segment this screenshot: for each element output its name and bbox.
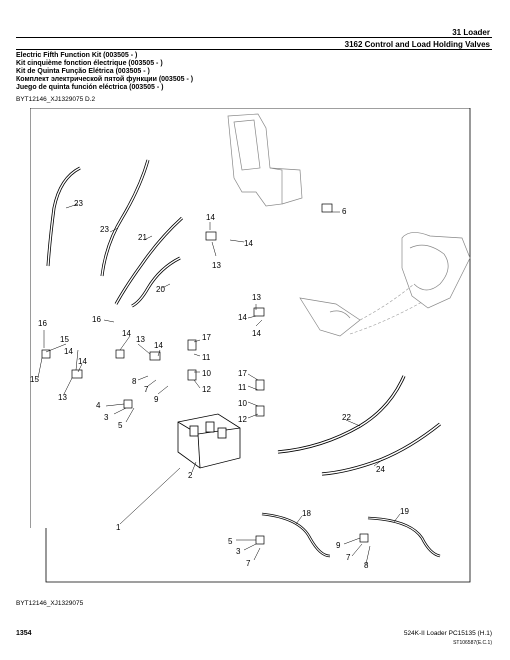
fitting-7-bottom xyxy=(359,533,369,543)
parts-diagram: 23 23 21 14 14 13 6 20 13 14 14 16 16 15… xyxy=(30,108,471,583)
callout-14a: 14 xyxy=(206,213,215,222)
callout-3a: 3 xyxy=(104,413,109,422)
callout-13a: 13 xyxy=(212,261,221,270)
callout-14d: 14 xyxy=(252,329,261,338)
callout-7b: 7 xyxy=(246,559,251,568)
callout-5b: 5 xyxy=(228,537,233,546)
hose-19 xyxy=(367,516,441,558)
fitting-17 xyxy=(187,339,197,351)
callout-11a: 11 xyxy=(202,353,211,362)
callout-7c: 7 xyxy=(346,553,351,562)
callout-14g: 14 xyxy=(122,329,131,338)
callout-10a: 10 xyxy=(202,369,211,378)
kit-title-ru: Комплект электрической пятой функции (00… xyxy=(16,76,194,83)
callout-13d: 13 xyxy=(58,393,67,402)
fitting-14-left xyxy=(115,349,125,359)
callout-15b: 15 xyxy=(30,375,39,384)
callouts: 23 23 21 14 14 13 6 20 13 14 14 16 16 15… xyxy=(30,199,409,570)
fitting-12 xyxy=(255,405,265,417)
callout-1: 1 xyxy=(116,523,121,532)
hose-23b xyxy=(100,159,150,277)
callout-15a: 15 xyxy=(60,335,69,344)
kit-title-en: Electric Fifth Function Kit (003505 - ) xyxy=(16,52,138,59)
fitting-10 xyxy=(187,369,197,381)
callout-14e: 14 xyxy=(64,347,73,356)
figure-id: BYT12146_XJ1329075 D.2 xyxy=(16,96,96,103)
fitting-13-right xyxy=(253,307,265,317)
loader-hydraulic-lines xyxy=(349,283,423,335)
callout-9a: 9 xyxy=(154,395,159,404)
callout-2: 2 xyxy=(188,471,193,480)
fitting-17b xyxy=(255,379,265,391)
callout-3b: 3 xyxy=(236,547,241,556)
callout-14c: 14 xyxy=(238,313,247,322)
callout-19: 19 xyxy=(400,507,409,516)
fitting-13-mid xyxy=(149,351,161,361)
callout-11b: 11 xyxy=(238,383,247,392)
hose-20 xyxy=(131,256,181,308)
callout-24: 24 xyxy=(376,465,385,474)
hose-22 xyxy=(277,375,406,454)
fitting-6 xyxy=(321,203,333,213)
callout-8a: 8 xyxy=(132,377,137,386)
figure-caption: BYT12146_XJ1329075 xyxy=(16,600,84,607)
kit-title-es: Juego de quinta función eléctrica (00350… xyxy=(16,84,164,91)
section-title: 31 Loader xyxy=(452,28,490,37)
hose-18 xyxy=(261,512,331,558)
kit-title-fr: Kit cinquième fonction électrique (00350… xyxy=(16,60,163,67)
callout-14h: 14 xyxy=(154,341,163,350)
callout-16a: 16 xyxy=(38,319,47,328)
fitting-13-top xyxy=(205,231,217,241)
callout-12a: 12 xyxy=(202,385,211,394)
header-rule-top xyxy=(16,37,492,38)
callout-8b: 8 xyxy=(364,561,369,570)
diagram-frame xyxy=(30,108,471,583)
callout-22: 22 xyxy=(342,413,351,422)
hoses xyxy=(46,159,441,558)
footer-code: ST106587(E.C.1) xyxy=(453,640,492,646)
kit-titles: Electric Fifth Function Kit (003505 - ) … xyxy=(16,52,193,92)
callout-18: 18 xyxy=(302,509,311,518)
fitting-5-bottom xyxy=(255,535,265,545)
hose-21 xyxy=(114,216,184,305)
kit-title-pt: Kit de Quinta Função Elétrica (003505 - … xyxy=(16,68,150,75)
leader-lines xyxy=(37,203,401,565)
header-rule-bottom xyxy=(16,49,492,50)
page-number: 1354 xyxy=(16,630,32,637)
callout-23a: 23 xyxy=(74,199,83,208)
fitting-3 xyxy=(123,399,133,409)
callout-13b: 13 xyxy=(252,293,261,302)
callout-13c: 13 xyxy=(136,335,145,344)
subsection-title: 3162 Control and Load Holding Valves xyxy=(344,40,490,49)
callout-6: 6 xyxy=(342,207,347,216)
callout-10b: 10 xyxy=(238,399,247,408)
callout-23b: 23 xyxy=(100,225,109,234)
callout-16b: 16 xyxy=(92,315,101,324)
fitting-15 xyxy=(41,349,51,359)
callout-4a: 4 xyxy=(96,401,101,410)
callout-14b: 14 xyxy=(244,239,253,248)
footer-model: 524K-II Loader PC15135 (H.1) xyxy=(403,630,492,637)
callout-12b: 12 xyxy=(238,415,247,424)
fitting-13-left xyxy=(71,369,83,379)
valve-block xyxy=(177,413,241,469)
callout-14f: 14 xyxy=(78,357,87,366)
callout-7a: 7 xyxy=(144,385,149,394)
hose-24 xyxy=(321,422,441,476)
callout-9b: 9 xyxy=(336,541,341,550)
callout-21: 21 xyxy=(138,233,147,242)
callout-17b: 17 xyxy=(238,369,247,378)
callout-17a: 17 xyxy=(202,333,211,342)
hose-23 xyxy=(46,166,81,267)
callout-5a: 5 xyxy=(118,421,123,430)
callout-20: 20 xyxy=(156,285,165,294)
loader-frame-drawing xyxy=(227,113,471,337)
